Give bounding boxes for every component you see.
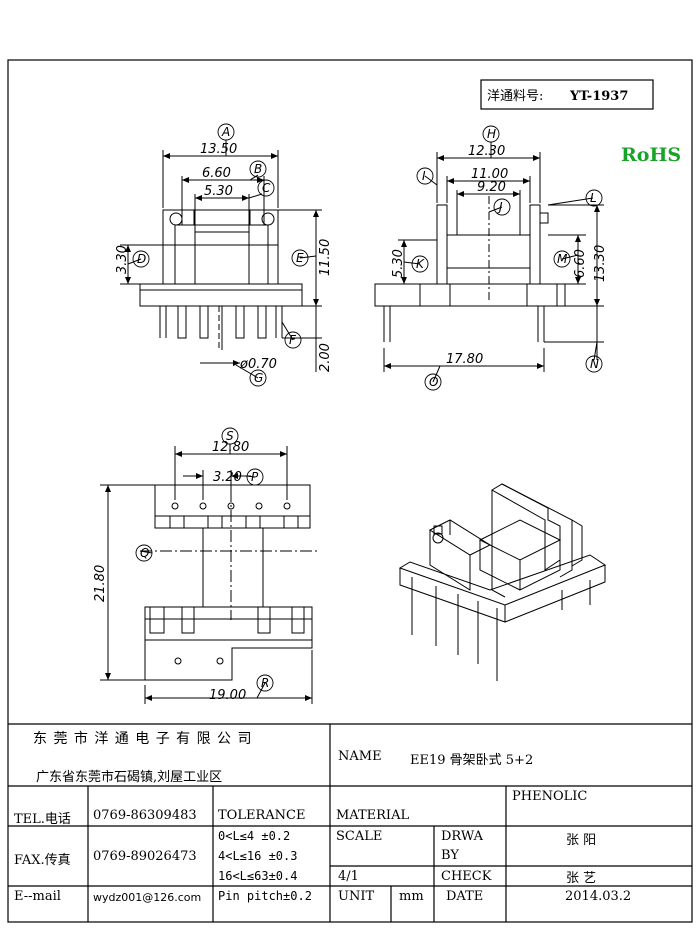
label-a: A	[221, 125, 230, 139]
name-label: NAME	[338, 749, 382, 764]
label-k: K	[416, 257, 425, 271]
dim-pin-dia: ø0.70	[239, 357, 277, 372]
part-number-label: 洋通料号:	[487, 89, 543, 104]
dim-2-00: 2.00	[318, 343, 333, 372]
check-value: 张 艺	[566, 871, 597, 886]
material-value: PHENOLIC	[512, 789, 588, 804]
unit-label: UNIT	[338, 889, 375, 904]
dim-5-30: 5.30	[204, 184, 233, 199]
tolerance-line-4: Pin pitch±0.2	[218, 889, 312, 903]
tolerance-label: TOLERANCE	[218, 808, 306, 823]
tolerance-line-2: 4<L≤16 ±0.3	[218, 849, 298, 863]
front-view-letters	[132, 123, 309, 387]
label-m: M	[557, 252, 568, 266]
scale-label: SCALE	[336, 829, 383, 844]
dim-12-30: 12.30	[468, 144, 505, 159]
label-b: B	[254, 162, 262, 176]
fax-label: FAX.传真	[14, 853, 71, 868]
dim-3-20: 3.20	[213, 470, 242, 485]
isometric-view	[398, 483, 607, 681]
part-number-value: YT-1937	[569, 89, 628, 104]
date-value: 2014.03.2	[565, 889, 632, 904]
label-g: G	[254, 371, 263, 385]
label-o: O	[429, 375, 438, 389]
dim-12-80: 12.80	[212, 440, 249, 455]
scale-value: 4/1	[338, 869, 359, 884]
label-n: N	[590, 357, 599, 371]
dim-3-30: 3.30	[115, 245, 130, 274]
material-label: MATERIAL	[336, 808, 410, 823]
label-r: R	[261, 676, 269, 690]
dim-6-60: 6.60	[202, 166, 231, 181]
label-j: J	[497, 200, 503, 214]
label-l: L	[590, 191, 597, 205]
tolerance-line-1: 0<L≤4 ±0.2	[218, 829, 291, 843]
label-d: D	[137, 252, 146, 266]
company-address: 广东省东莞市石碣镇,刘屋工业区	[36, 770, 223, 785]
side-view	[374, 142, 604, 383]
label-f: F	[289, 333, 297, 347]
dim-13-50: 13.50	[200, 142, 237, 157]
rohs-mark: RoHS	[621, 144, 681, 166]
part-number-box	[480, 79, 654, 110]
drawn-label-1: DRWA	[441, 829, 484, 844]
sheet-border	[7, 59, 693, 923]
tel-value: 0769-86309483	[93, 808, 197, 823]
label-h: H	[487, 127, 496, 141]
fax-value: 0769-89026473	[93, 849, 197, 864]
tolerance-line-3: 16<L≤63±0.4	[218, 869, 298, 883]
label-i: I	[422, 169, 426, 183]
unit-value: mm	[399, 889, 424, 904]
company-name: 东 莞 市 洋 通 电 子 有 限 公 司	[33, 731, 253, 747]
label-c: C	[262, 181, 271, 195]
dim-9-20: 9.20	[477, 180, 506, 195]
dim-17-80: 17.80	[446, 352, 483, 367]
dim-19-00: 19.00	[209, 688, 246, 703]
label-p: P	[251, 470, 259, 484]
tel-label: TEL.电话	[14, 812, 71, 827]
side-view-letters	[411, 125, 603, 391]
dim-21-80: 21.80	[93, 565, 108, 602]
dim-5-30-side: 5.30	[391, 249, 406, 278]
drawn-label-2: BY	[441, 848, 459, 863]
dim-11-50: 11.50	[318, 239, 333, 276]
name-value: EE19 骨架卧式 5+2	[410, 753, 534, 768]
email-value[interactable]: wydz001@126.com	[93, 891, 202, 904]
dim-11-00: 11.00	[471, 167, 508, 182]
email-label: E--mail	[14, 889, 61, 904]
drawn-value: 张 阳	[566, 833, 597, 848]
label-e: E	[296, 251, 304, 265]
date-label: DATE	[446, 889, 484, 904]
label-q: Q	[140, 546, 149, 560]
check-label: CHECK	[441, 869, 492, 884]
front-view	[120, 140, 322, 379]
bottom-view	[100, 444, 320, 704]
bottom-view-letters	[135, 427, 274, 692]
dim-6-60-side: 6.60	[573, 249, 588, 278]
dim-13-30: 13.30	[593, 245, 608, 282]
label-s: S	[226, 429, 234, 443]
